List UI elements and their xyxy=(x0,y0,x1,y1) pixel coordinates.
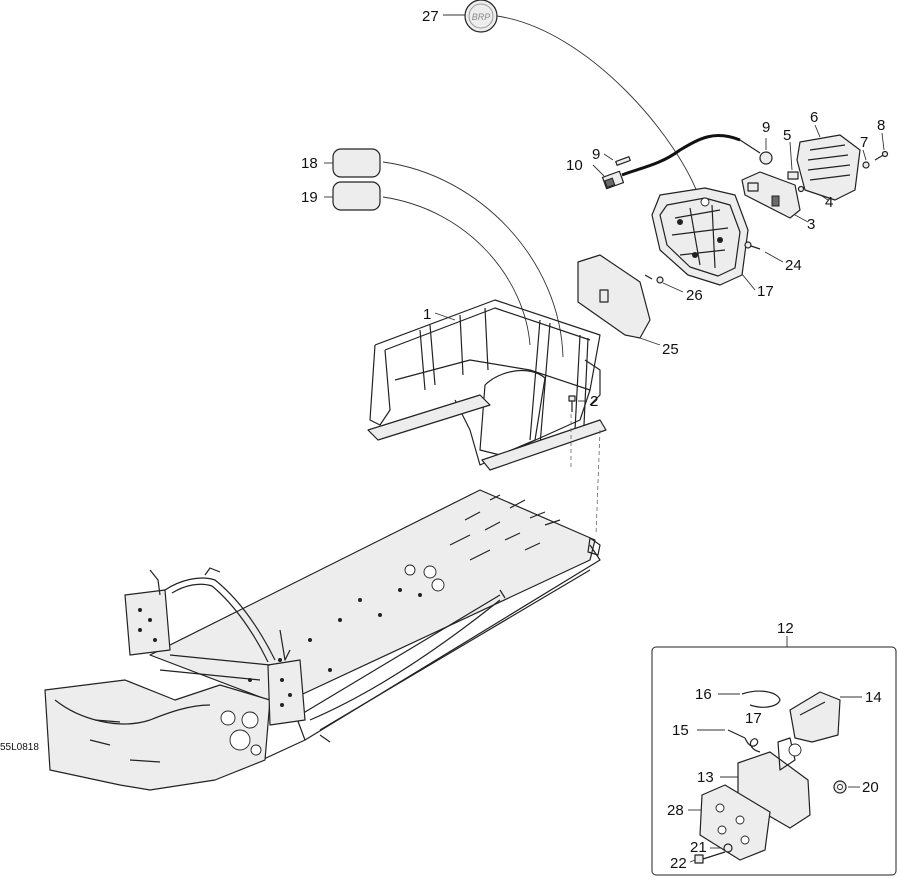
callout-17: 17 xyxy=(745,710,762,727)
callout-4: 4 xyxy=(825,194,833,211)
callout-9: 9 xyxy=(592,146,600,163)
drawing-code: 55L0818 xyxy=(0,742,39,753)
callout-25: 25 xyxy=(662,341,679,358)
callout-27: 27 xyxy=(422,8,439,25)
callout-10: 10 xyxy=(566,157,583,174)
cargo-rack xyxy=(367,299,607,471)
nut-7 xyxy=(862,161,870,169)
callout-8: 8 xyxy=(877,117,885,134)
taillight-housing xyxy=(651,187,749,286)
decal-18 xyxy=(332,148,381,178)
detail-parts xyxy=(694,690,847,864)
bolt-2 xyxy=(568,395,576,412)
decal-19 xyxy=(332,181,381,211)
callout-3: 3 xyxy=(807,216,815,233)
callout-13: 13 xyxy=(697,769,714,786)
detail-box xyxy=(651,646,897,876)
callout-17: 17 xyxy=(757,283,774,300)
svg-text:BRP: BRP xyxy=(472,12,491,22)
callout-9: 9 xyxy=(762,119,770,136)
callout-16: 16 xyxy=(695,686,712,703)
callout-21: 21 xyxy=(690,839,707,856)
screw-24 xyxy=(744,241,761,250)
brp-logo-badge: BRP xyxy=(464,0,498,33)
reflector-25 xyxy=(577,254,651,339)
callout-2: 2 xyxy=(590,393,598,410)
callout-14: 14 xyxy=(865,689,882,706)
screw-26 xyxy=(644,274,664,284)
tail-lamp-6 xyxy=(796,134,861,201)
tail-lens-3 xyxy=(741,171,801,219)
callout-19: 19 xyxy=(301,189,318,206)
callout-18: 18 xyxy=(301,155,318,172)
callout-26: 26 xyxy=(686,287,703,304)
callout-7: 7 xyxy=(860,134,868,151)
callout-20: 20 xyxy=(862,779,879,796)
callout-12: 12 xyxy=(777,620,794,637)
front-frame xyxy=(44,567,306,791)
callout-1: 1 xyxy=(423,306,431,323)
callout-24: 24 xyxy=(785,257,802,274)
callout-22: 22 xyxy=(670,855,687,872)
callout-15: 15 xyxy=(672,722,689,739)
callout-6: 6 xyxy=(810,109,818,126)
bulb-socket-5 xyxy=(787,171,799,180)
callout-5: 5 xyxy=(783,127,791,144)
callout-28: 28 xyxy=(667,802,684,819)
screw-8 xyxy=(874,150,889,161)
callout-labels: 1 2 3 4 5 6 7 8 9 9 10 12 13 14 15 16 17… xyxy=(301,8,885,872)
wiring-harness xyxy=(601,133,773,190)
